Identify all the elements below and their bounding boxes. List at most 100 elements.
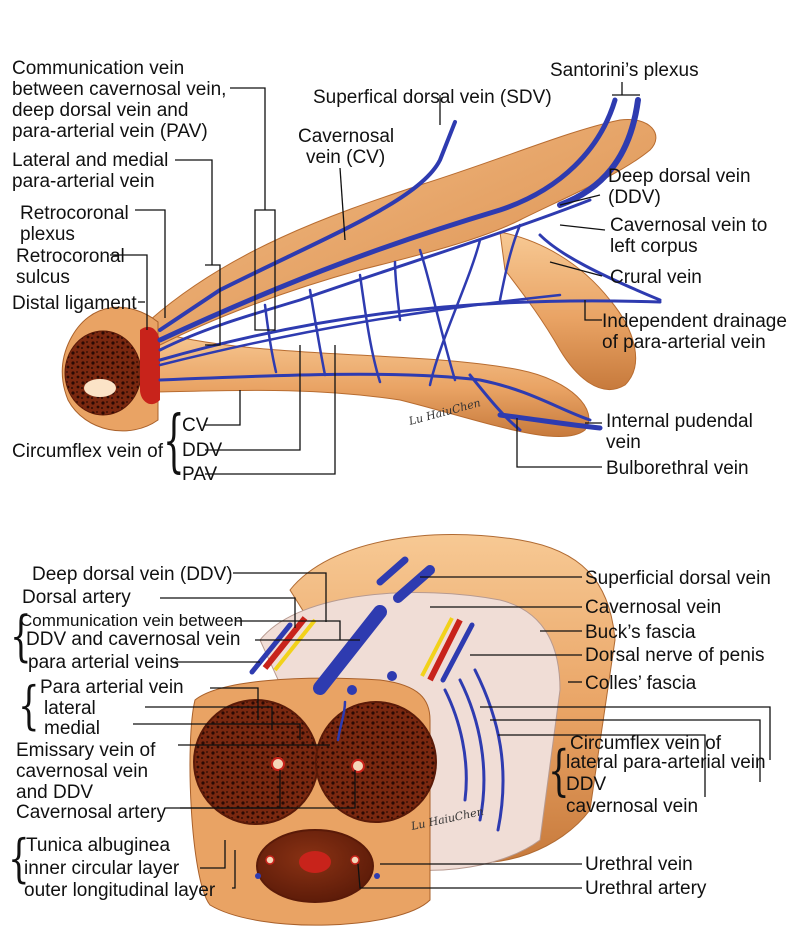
svg-text:(DDV): (DDV) (608, 187, 661, 208)
crural-vein (538, 233, 662, 302)
svg-text:Deep dorsal vein: Deep dorsal vein (608, 166, 751, 187)
label-superficial-dorsal-vein: Superfical dorsal vein (SDV) (313, 87, 552, 108)
label-b-lateral-pav: lateral para-arterial vein (566, 752, 766, 773)
label-distal-ligament: Distal ligament (12, 293, 137, 314)
label-b-circumflex-vein-of: Circumflex vein of (570, 733, 722, 754)
svg-text:Independent drainage: Independent drainage (602, 311, 787, 332)
bulborethral-vein (468, 373, 522, 432)
svg-text:vein (CV): vein (CV) (306, 147, 385, 168)
left-cavernosal-artery (271, 757, 285, 771)
label-cavernosal-vein: Cavernosal vein (CV) (298, 126, 394, 168)
label-cavernosal-vein-left-corpus: Cavernosal vein to left corpus (610, 215, 767, 257)
internal-pudendal-vein (497, 412, 603, 431)
urethral-vein-dot (374, 873, 380, 879)
santorini-vein-2 (557, 97, 641, 208)
label-b-urethral-artery: Urethral artery (585, 878, 707, 899)
svg-text:cavernosal vein: cavernosal vein (16, 761, 148, 782)
brace-b-circumflex: { (548, 738, 570, 802)
cavernosal-vein (158, 198, 592, 352)
label-b-cavernosal-vein-2: cavernosal vein (566, 796, 698, 817)
label-b-dorsal-artery: Dorsal artery (22, 587, 131, 608)
svg-text:Emissary vein of: Emissary vein of (16, 740, 156, 761)
label-retrocoronal-sulcus: Retrocoronal sulcus (16, 246, 125, 288)
urethral-artery-right (350, 855, 360, 865)
label-b-dorsal-nerve: Dorsal nerve of penis (585, 645, 765, 666)
label-independent-drainage: Independent drainage of para-arterial ve… (602, 311, 787, 353)
label-deep-dorsal-vein: Deep dorsal vein (DDV) (608, 166, 751, 208)
svg-text:Cavernosal vein to: Cavernosal vein to (610, 215, 767, 236)
deep-dorsal-vein-section (313, 605, 387, 695)
brace-b-ddv: { (10, 604, 32, 668)
label-b-tunica-albuginea: Tunica albuginea (26, 835, 170, 856)
svg-text:left corpus: left corpus (610, 236, 698, 257)
svg-text:Internal pudendal: Internal pudendal (606, 411, 753, 432)
label-b-deep-dorsal-vein: Deep dorsal vein (DDV) (32, 564, 233, 585)
label-crural-vein: Crural vein (610, 267, 702, 288)
bottom-leader-lines (133, 572, 771, 889)
dorsal-artery-left (262, 616, 308, 670)
svg-text:para-arterial vein (PAV): para-arterial vein (PAV) (12, 121, 208, 142)
bottom-figure: Deep dorsal vein (DDV) Dorsal artery Com… (8, 533, 771, 926)
urethral-artery-left (265, 855, 275, 865)
glans-cut-surface (64, 330, 142, 416)
retrocoronal-red-region (140, 326, 160, 405)
dorsal-nerve-right (420, 617, 454, 677)
svg-text:Cavernosal: Cavernosal (298, 126, 394, 147)
label-lateral-medial-pav: Lateral and medial para-arterial vein (12, 150, 168, 192)
dorsal-nerve-left (273, 618, 317, 672)
svg-text:between cavernosal vein,: between cavernosal vein, (12, 79, 226, 100)
label-b-communication-vein: Communication vein between (20, 611, 243, 630)
para-arterial-vein (158, 293, 562, 367)
svg-text:deep dorsal vein and: deep dorsal vein and (12, 100, 188, 121)
svg-text:plexus: plexus (20, 224, 75, 245)
label-communication-vein: Communication vein between cavernosal ve… (12, 58, 226, 142)
label-circumflex-pav: PAV (182, 464, 218, 485)
vein-dot-2 (387, 671, 397, 681)
right-corpus-cavernosum (315, 701, 437, 823)
label-b-superficial-dorsal-vein: Superficial dorsal vein (585, 568, 771, 589)
label-b-medial: medial (44, 718, 100, 739)
svg-text:of para-arterial vein: of para-arterial vein (602, 332, 766, 353)
circumflex-veins-bottom (336, 668, 505, 832)
left-corpus-cavernosum (193, 699, 319, 825)
label-retrocoronal-plexus: Retrocoronal plexus (20, 203, 129, 245)
brace-b-pav: { (18, 677, 40, 736)
label-b-lateral: lateral (44, 698, 96, 719)
urethral-meatus (84, 379, 116, 397)
brace-circumflex: { (163, 401, 185, 481)
pav-left (249, 622, 293, 675)
svg-text:Lateral and medial: Lateral and medial (12, 150, 168, 171)
vein-dot-1 (347, 685, 357, 695)
circumflex-veins (263, 223, 522, 387)
label-b-inner-circular: inner circular layer (24, 858, 180, 879)
label-b-outer-longitudinal: outer longitudinal layer (24, 880, 216, 901)
label-b-ddv-cavernosal: DDV and cavernosal vein (26, 629, 240, 650)
svg-text:Retrocoronal: Retrocoronal (16, 246, 125, 267)
label-b-cavernosal-vein: Cavernosal vein (585, 597, 721, 618)
pav-right (440, 622, 475, 683)
label-b-bucks-fascia: Buck’s fascia (585, 622, 696, 643)
superficial-vein-back (376, 556, 409, 586)
superficial-dorsal-vein-section (393, 565, 435, 603)
lower-pav (158, 372, 592, 422)
corpus-spongiosum-shape (149, 329, 590, 437)
label-circumflex-ddv: DDV (182, 440, 222, 461)
right-cavernosal-artery (351, 759, 365, 773)
crus-shape (499, 231, 637, 391)
label-b-cavernosal-artery: Cavernosal artery (16, 802, 166, 823)
label-circumflex-vein-of: Circumflex vein of (12, 441, 164, 462)
label-b-para-arterial-veins: para arterial veins (28, 652, 179, 673)
label-b-emissary-vein: Emissary vein of cavernosal vein and DDV (16, 740, 156, 803)
svg-text:and DDV: and DDV (16, 782, 93, 803)
label-santorini-plexus: Santorini’s plexus (550, 60, 699, 81)
svg-text:Communication vein: Communication vein (12, 58, 184, 79)
label-b-urethral-vein: Urethral vein (585, 854, 693, 875)
svg-text:Retrocoronal: Retrocoronal (20, 203, 129, 224)
top-figure: Communication vein between cavernosal ve… (12, 58, 787, 485)
dorsal-artery-right (427, 618, 463, 682)
label-internal-pudendal: Internal pudendal vein (606, 411, 753, 453)
superficial-dorsal-vein (158, 120, 457, 332)
deep-dorsal-vein (157, 97, 618, 343)
svg-text:vein: vein (606, 432, 641, 453)
